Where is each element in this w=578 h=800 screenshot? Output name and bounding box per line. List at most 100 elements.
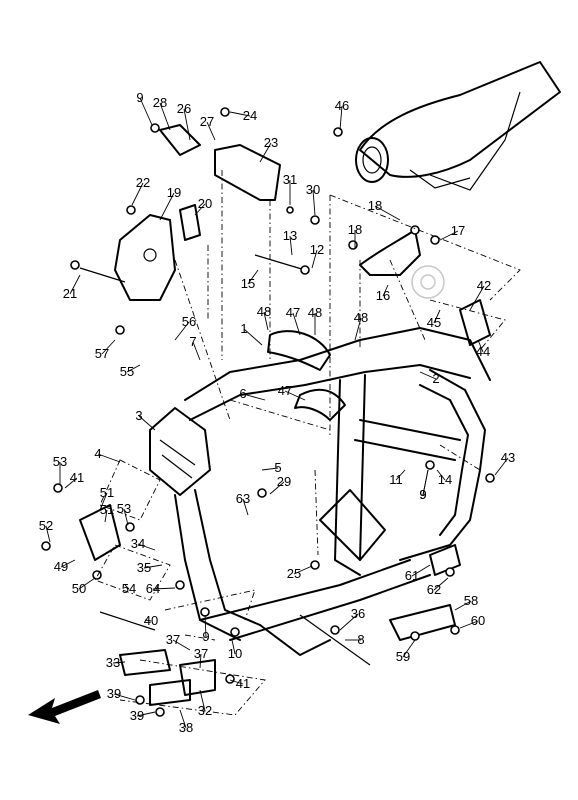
part-number-callout: 6: [239, 386, 246, 401]
part-number-callout: 37: [166, 632, 180, 647]
part-number-callout: 30: [306, 182, 320, 197]
leader-line: [143, 564, 163, 569]
leader-line: [136, 711, 156, 717]
part-number-callout: 48: [257, 304, 271, 319]
part-number-callout: 11: [389, 472, 403, 487]
leader-line: [112, 661, 126, 664]
left-side-bracket: [114, 204, 201, 301]
leader-line: [436, 469, 446, 481]
leader-line: [60, 559, 76, 568]
part-number-callout: 59: [396, 649, 410, 664]
leader-line: [284, 390, 306, 401]
leader-line: [269, 481, 285, 495]
leader-line: [179, 709, 187, 729]
part-number-callout: 44: [476, 344, 490, 359]
part-number-callout: 9: [136, 90, 143, 105]
part-number-callout: 21: [63, 286, 77, 301]
part-number-callout: 56: [182, 314, 196, 329]
part-number-callout: 9: [202, 629, 209, 644]
part-number-callout: 60: [471, 613, 485, 628]
leader-line: [99, 492, 108, 511]
leader-line: [395, 469, 406, 481]
rear-bracket: [359, 229, 421, 276]
part-number-callout: 19: [167, 185, 181, 200]
leader-line: [124, 584, 130, 590]
muffler: [355, 61, 561, 191]
part-number-callout: 20: [198, 196, 212, 211]
leader-line: [243, 328, 263, 346]
part-number-callout: 1: [240, 321, 247, 336]
leader-line: [293, 565, 313, 575]
part-number-callout: 28: [153, 95, 167, 110]
leader-line: [312, 189, 316, 216]
part-number-callout: 47: [286, 305, 300, 320]
part-number-callout: 9: [419, 487, 426, 502]
part-number-callout: 46: [335, 98, 349, 113]
part-number-callout: 17: [451, 223, 465, 238]
bracket-58: [389, 604, 456, 641]
part-number-callout: 61: [405, 568, 419, 583]
part-number-callout: 33: [106, 655, 120, 670]
part-number-callout: 22: [136, 175, 150, 190]
part-number-callout: 43: [501, 450, 515, 465]
part-number-callout: 45: [427, 315, 441, 330]
main-frame: [149, 327, 491, 656]
leader-line: [263, 311, 269, 331]
reference-lines: [94, 170, 521, 716]
front-arrow-icon: [28, 690, 101, 724]
leader-line: [433, 309, 441, 324]
part-number-callout: 2: [432, 371, 439, 386]
part-number-callout: 54: [122, 581, 136, 596]
part-number-callout: 29: [277, 474, 291, 489]
part-number-callout: 39: [130, 708, 144, 723]
long-bolts: [79, 254, 371, 666]
leader-line: [229, 111, 251, 117]
part-number-callout: 25: [287, 566, 301, 581]
leader-line: [247, 269, 259, 285]
part-number-callout: 13: [283, 228, 297, 243]
part-number-callout: 3: [135, 408, 142, 423]
leader-line: [174, 321, 190, 341]
part-number-callout: 48: [308, 305, 322, 320]
part-number-callout: 49: [54, 559, 68, 574]
part-number-callout: 15: [241, 276, 255, 291]
part-number-callout: 23: [264, 135, 278, 150]
part-number-callout: 64: [146, 581, 160, 596]
leader-line: [402, 639, 416, 658]
leader-line: [494, 457, 509, 476]
leader-line: [339, 105, 343, 131]
part-number-callout: 14: [438, 472, 452, 487]
part-number-callout: 4: [94, 446, 101, 461]
leader-line: [459, 620, 479, 629]
part-number-callout: 5: [274, 460, 281, 475]
leader-line: [477, 339, 484, 353]
part-number-callout: 51: [100, 502, 114, 517]
lower-mount-plates: [119, 649, 216, 706]
leader-line: [199, 653, 202, 669]
leader-line: [69, 274, 81, 295]
leader-line: [242, 498, 249, 516]
leader-line: [439, 230, 459, 241]
leader-line: [382, 284, 389, 297]
part-number-callout: 51: [100, 485, 114, 500]
part-number-callout: 62: [427, 582, 441, 597]
leader-line: [97, 453, 121, 463]
leader-line: [159, 192, 175, 221]
leader-line: [131, 182, 144, 206]
leader-line: [229, 679, 244, 685]
part-number-callout: 42: [477, 278, 491, 293]
callout-layer: 1234567899991011121314151617181819202122…: [39, 90, 515, 735]
leader-line: [172, 639, 191, 651]
part-number-callout: 18: [348, 222, 362, 237]
intake-duct: [267, 330, 346, 421]
part-number-callout: 24: [243, 108, 257, 123]
part-number-callout: 35: [137, 560, 151, 575]
leader-line: [411, 564, 431, 577]
part-number-callout: 63: [236, 491, 250, 506]
leader-line: [183, 108, 191, 141]
leader-line: [259, 142, 272, 163]
part-number-callout: 57: [95, 346, 109, 361]
part-number-callout: 53: [53, 454, 67, 469]
leader-line: [101, 339, 116, 355]
